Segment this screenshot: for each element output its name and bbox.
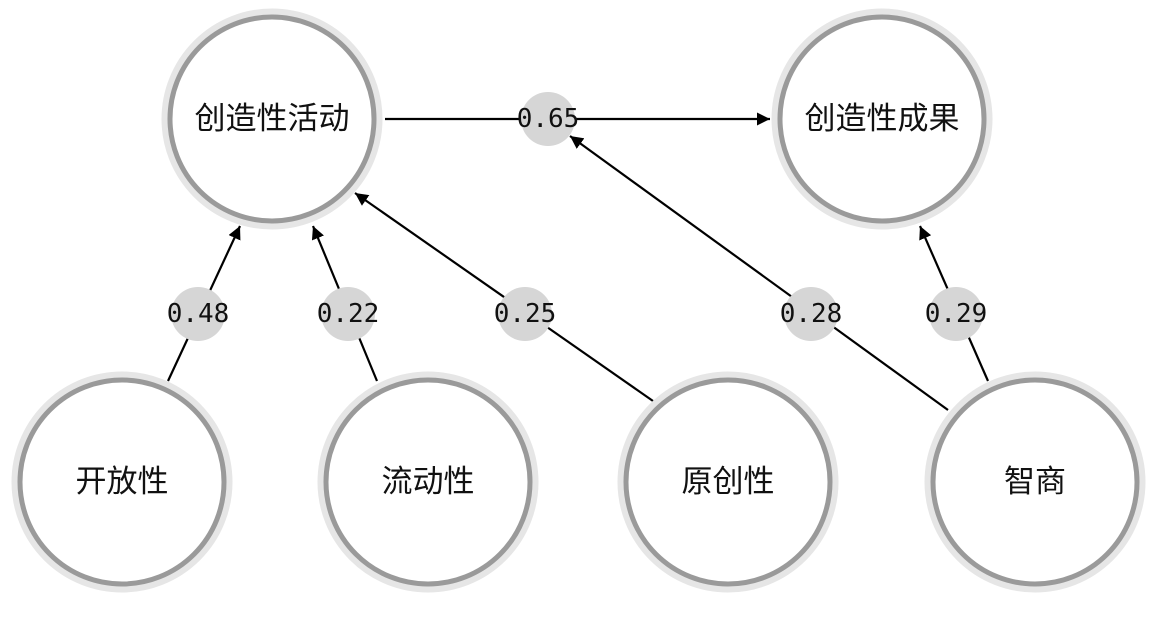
nodes: 创造性活动 创造性成果 开放性 流动性 原创性 智商 [11, 8, 1146, 593]
node-originality: 原创性 [617, 371, 839, 593]
weight-iq-to-edge: 0.28 [780, 287, 843, 341]
node-label: 流动性 [382, 464, 475, 500]
node-label: 创造性活动 [195, 101, 350, 137]
weight-fluency-to-activity: 0.22 [317, 287, 380, 341]
weight-label: 0.28 [780, 299, 843, 329]
weight-label: 0.25 [494, 299, 557, 329]
node-label: 开放性 [76, 464, 169, 500]
node-label: 创造性成果 [805, 101, 960, 137]
node-creative-activity: 创造性活动 [161, 8, 383, 230]
node-iq: 智商 [924, 371, 1146, 593]
node-creative-outcome: 创造性成果 [771, 8, 993, 230]
node-label: 智商 [1004, 464, 1066, 500]
weight-activity-to-outcome: 0.65 [517, 92, 580, 146]
weight-label: 0.65 [517, 104, 580, 134]
edge-originality-to-activity [354, 192, 654, 402]
edge-weights: 0.65 0.48 0.22 0.25 0.28 0.29 [167, 92, 988, 341]
node-openness: 开放性 [11, 371, 233, 593]
weight-label: 0.48 [167, 299, 230, 329]
weight-openness-to-activity: 0.48 [167, 287, 230, 341]
node-label: 原创性 [682, 464, 775, 500]
weight-iq-to-outcome: 0.29 [925, 287, 988, 341]
edge-iq-to-activity-outcome-path [569, 135, 949, 411]
weight-label: 0.29 [925, 299, 988, 329]
weight-label: 0.22 [317, 299, 380, 329]
node-fluency: 流动性 [317, 371, 539, 593]
weight-originality-to-activity: 0.25 [494, 287, 557, 341]
